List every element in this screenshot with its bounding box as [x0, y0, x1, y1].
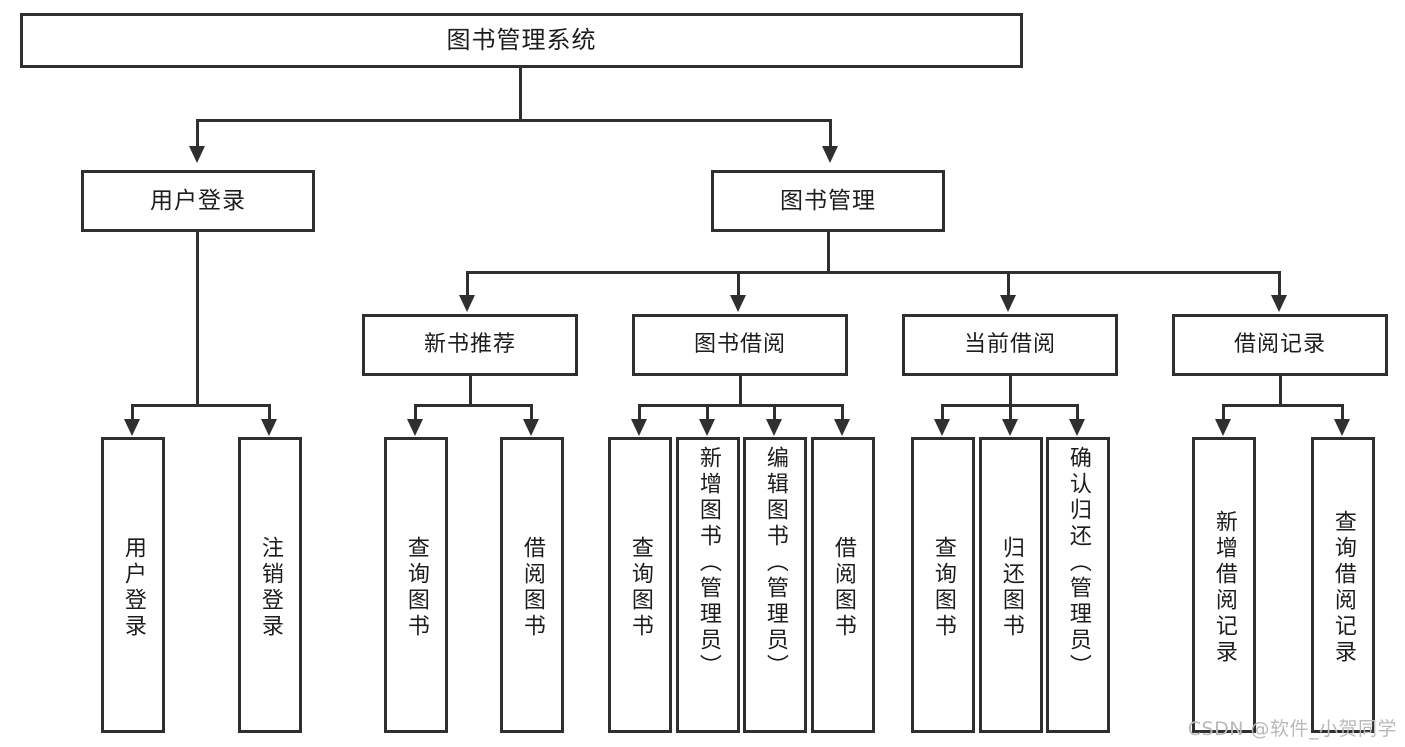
node-user-login[interactable]: 用户登录	[81, 170, 315, 232]
connector-book-borrow-bus	[638, 404, 844, 407]
leaf-br-add-record[interactable]: 新增借阅记录	[1192, 437, 1256, 733]
connector-user-login-stem	[196, 232, 199, 404]
connector-drop-book-manage	[829, 119, 832, 147]
arrow-book-borrow	[730, 295, 746, 312]
node-new-book-recommend[interactable]: 新书推荐	[362, 314, 578, 376]
arrow-bb-query-book	[631, 419, 647, 436]
node-label: 新增借阅记录	[1211, 510, 1237, 666]
node-root-system[interactable]: 图书管理系统	[20, 13, 1023, 68]
arrow-new-book-recommend	[459, 295, 475, 312]
arrow-nb-borrow-book	[523, 419, 539, 436]
node-label: 归还图书	[998, 536, 1024, 640]
connector-drop-borrow-record	[1278, 271, 1281, 296]
connector-drop-cb-return	[1009, 404, 1012, 420]
connector-current-borrow-stem	[1009, 376, 1012, 404]
connector-root-stem	[519, 68, 522, 119]
connector-level2-bus	[196, 119, 832, 122]
connector-borrow-record-bus	[1222, 404, 1344, 407]
connector-drop-user-login	[196, 119, 199, 147]
connector-drop-leaf-user-login	[131, 404, 134, 420]
connector-new-book-stem	[469, 376, 472, 404]
connector-drop-book-borrow	[737, 271, 740, 296]
connector-user-login-bus	[131, 404, 271, 407]
connector-drop-br-query	[1341, 404, 1344, 420]
watermark-text: CSDN @软件_小贺同学	[1187, 718, 1397, 740]
connector-new-book-bus	[414, 404, 533, 407]
node-label: 编辑图书（管理员）	[762, 446, 788, 680]
node-label: 借阅图书	[519, 536, 545, 640]
node-label: 借阅记录	[1233, 332, 1326, 358]
connector-book-manage-stem	[827, 232, 830, 271]
arrow-bb-borrow-book	[834, 419, 850, 436]
arrow-cb-return-book	[1002, 419, 1018, 436]
node-label: 确认归还（管理员）	[1065, 446, 1091, 680]
node-label: 新增图书（管理员）	[695, 446, 721, 680]
arrow-leaf-user-login	[124, 419, 140, 436]
leaf-nb-query-book[interactable]: 查询图书	[384, 437, 448, 733]
connector-drop-bb-query	[638, 404, 641, 420]
connector-level3-bus	[466, 271, 1281, 274]
connector-book-borrow-stem	[739, 376, 742, 404]
arrow-bb-add-book	[699, 419, 715, 436]
node-label: 图书借阅	[693, 332, 786, 358]
leaf-br-query-record[interactable]: 查询借阅记录	[1311, 437, 1375, 733]
connector-drop-bb-borrow	[841, 404, 844, 420]
arrow-book-manage	[822, 146, 838, 163]
connector-drop-bb-edit	[773, 404, 776, 420]
node-book-borrow[interactable]: 图书借阅	[632, 314, 848, 376]
connector-borrow-record-stem	[1279, 376, 1282, 404]
connector-drop-nb-borrow	[530, 404, 533, 420]
connector-drop-leaf-logout	[268, 404, 271, 420]
arrow-current-borrow	[1000, 295, 1016, 312]
node-borrow-record[interactable]: 借阅记录	[1172, 314, 1388, 376]
leaf-bb-edit-book[interactable]: 编辑图书（管理员）	[743, 437, 807, 733]
leaf-cb-return-book[interactable]: 归还图书	[979, 437, 1043, 733]
arrow-cb-query-book	[934, 419, 950, 436]
arrow-borrow-record	[1271, 295, 1287, 312]
node-current-borrow[interactable]: 当前借阅	[902, 314, 1118, 376]
connector-drop-bb-add	[706, 404, 709, 420]
arrow-nb-query-book	[407, 419, 423, 436]
node-label: 用户登录	[120, 536, 146, 640]
node-label: 借阅图书	[830, 536, 856, 640]
node-label: 用户登录	[150, 187, 246, 214]
arrow-leaf-logout	[261, 419, 277, 436]
node-label: 查询图书	[403, 536, 429, 640]
leaf-bb-query-book[interactable]: 查询图书	[608, 437, 672, 733]
arrow-bb-edit-book	[766, 419, 782, 436]
connector-drop-nb-query	[414, 404, 417, 420]
leaf-user-login[interactable]: 用户登录	[101, 437, 165, 733]
node-label: 查询图书	[930, 536, 956, 640]
arrow-br-add-record	[1215, 419, 1231, 436]
node-label: 新书推荐	[423, 332, 516, 358]
node-label: 查询借阅记录	[1330, 510, 1356, 666]
connector-drop-current-borrow	[1007, 271, 1010, 296]
connector-drop-cb-confirm	[1076, 404, 1079, 420]
node-label: 图书管理	[780, 187, 876, 214]
connector-drop-br-add	[1222, 404, 1225, 420]
leaf-nb-borrow-book[interactable]: 借阅图书	[500, 437, 564, 733]
node-label: 查询图书	[627, 536, 653, 640]
node-book-management[interactable]: 图书管理	[711, 170, 945, 232]
leaf-cb-query-book[interactable]: 查询图书	[911, 437, 975, 733]
leaf-bb-borrow-book[interactable]: 借阅图书	[811, 437, 875, 733]
leaf-bb-add-book[interactable]: 新增图书（管理员）	[676, 437, 740, 733]
arrow-br-query-record	[1334, 419, 1350, 436]
leaf-cb-confirm-return[interactable]: 确认归还（管理员）	[1046, 437, 1110, 733]
arrow-user-login	[189, 146, 205, 163]
arrow-cb-confirm-return	[1069, 419, 1085, 436]
node-label: 图书管理系统	[446, 25, 597, 54]
leaf-logout[interactable]: 注销登录	[238, 437, 302, 733]
connector-drop-cb-query	[941, 404, 944, 420]
connector-drop-new-book	[466, 271, 469, 296]
node-label: 注销登录	[257, 536, 283, 640]
node-label: 当前借阅	[963, 332, 1056, 358]
